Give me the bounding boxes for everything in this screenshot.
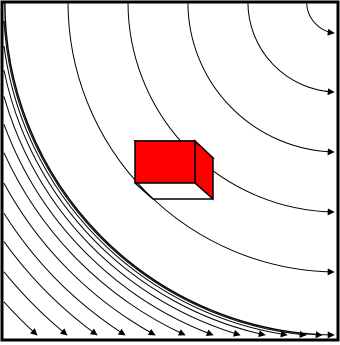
field-line bbox=[3, 70, 266, 338]
field-line bbox=[4, 1, 335, 339]
field-line bbox=[3, 152, 186, 336]
field-line bbox=[67, 2, 335, 276]
field-line bbox=[187, 2, 335, 156]
red-box-bottom-edge bbox=[134, 182, 213, 200]
field-line bbox=[3, 45, 288, 338]
field-line bbox=[3, 182, 156, 336]
field-line bbox=[3, 20, 307, 338]
field-line bbox=[3, 124, 214, 337]
field-line bbox=[247, 2, 335, 96]
field-line bbox=[3, 241, 98, 336]
red-box bbox=[133, 139, 215, 201]
field-line bbox=[3, 271, 68, 336]
field-line bbox=[306, 2, 335, 36]
red-box-front-face bbox=[134, 140, 196, 184]
field-line bbox=[3, 301, 38, 336]
red-box-side-face bbox=[194, 139, 214, 201]
field-line bbox=[3, 96, 241, 337]
field-line bbox=[3, 213, 126, 336]
